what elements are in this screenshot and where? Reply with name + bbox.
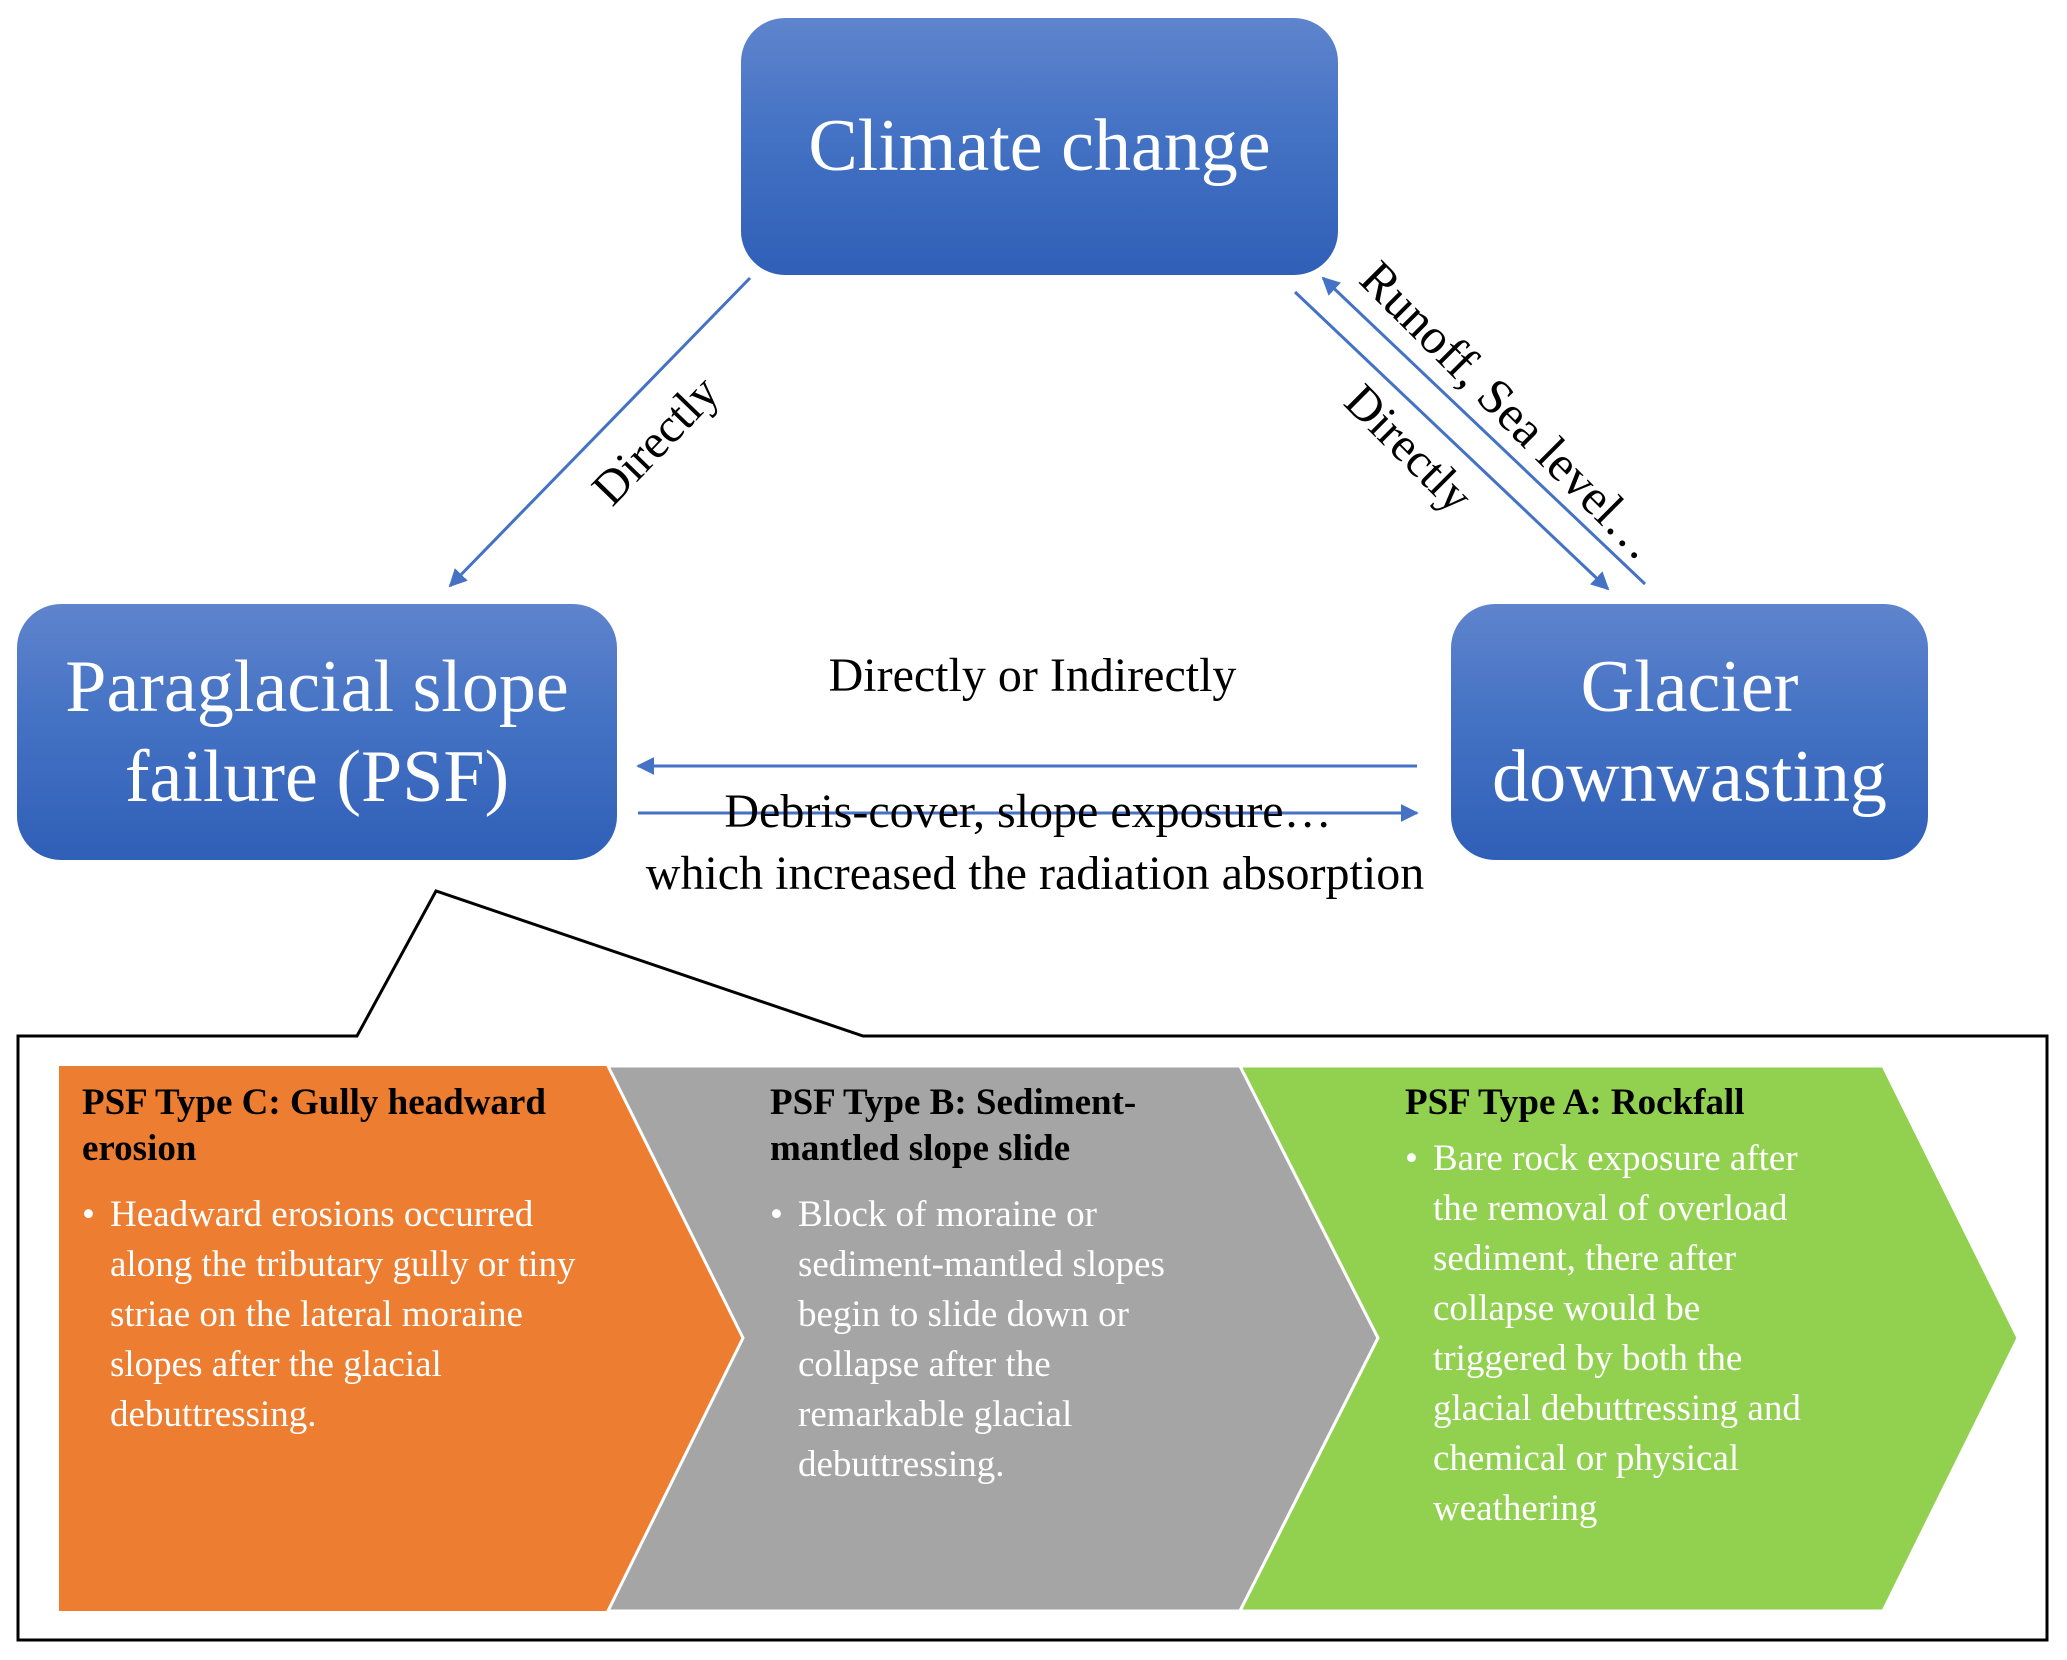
edge-label-psf-glacier-line1: Debris-cover, slope exposure… [724,785,1332,838]
panel-type-c: PSF Type C: Gully headward erosion • Head… [82,1080,582,1440]
arrow-climate-to-psf [448,276,752,588]
callout-frame [16,889,2049,1642]
panel-type-a: PSF Type A: Rockfall • Bare rock exposure… [1405,1080,1835,1534]
node-climate-change: Climate change [741,18,1338,275]
node-paraglacial-slope-failure: Paraglacial slope failure (PSF) [17,604,617,860]
panel-type-b: PSF Type B: Sediment-mantled slope slide… [770,1080,1220,1490]
node-glacier-downwasting: Glacier downwasting [1451,604,1928,860]
chevron-type-a [1237,1064,2020,1613]
panel-type-b-text: Block of moraine or sediment-mantled slo… [798,1194,1165,1485]
panel-type-a-title: PSF Type A: Rockfall [1405,1082,1745,1123]
node-climate-change-label: Climate change [808,105,1271,188]
bullet-icon: • [82,1194,95,1235]
bullet-icon: • [770,1194,783,1235]
panel-type-a-text: Bare rock exposure after the removal of … [1433,1138,1801,1529]
panel-type-a-bullet: • Bare rock exposure after the removal of… [1405,1134,1835,1534]
arrow-climate-to-glacier [1293,290,1610,591]
node-psf-label-line2: failure (PSF) [124,736,510,818]
panel-type-b-title: PSF Type B: Sediment-mantled slope slide [770,1082,1137,1169]
panel-type-c-bullet: • Headward erosions occurred along the tr… [82,1190,582,1440]
node-psf-label-line1: Paraglacial slope [65,645,569,728]
panel-type-c-text: Headward erosions occurred along the tri… [110,1194,576,1435]
edge-label-psf-glacier-line2: which increased the radiation absorption [645,847,1425,900]
arrow-glacier-to-climate [1321,276,1647,586]
panel-type-b-bullet: • Block of moraine or sediment-mantled sl… [770,1190,1220,1490]
bullet-icon: • [1405,1138,1418,1179]
edge-label-glacier-psf: Directly or Indirectly [828,649,1237,702]
panel-type-c-title: PSF Type C: Gully headward erosion [82,1082,546,1169]
node-glacier-label-line1: Glacier [1580,645,1799,728]
chevron-type-c [59,1066,743,1611]
node-glacier-label-line2: downwasting [1492,736,1887,818]
